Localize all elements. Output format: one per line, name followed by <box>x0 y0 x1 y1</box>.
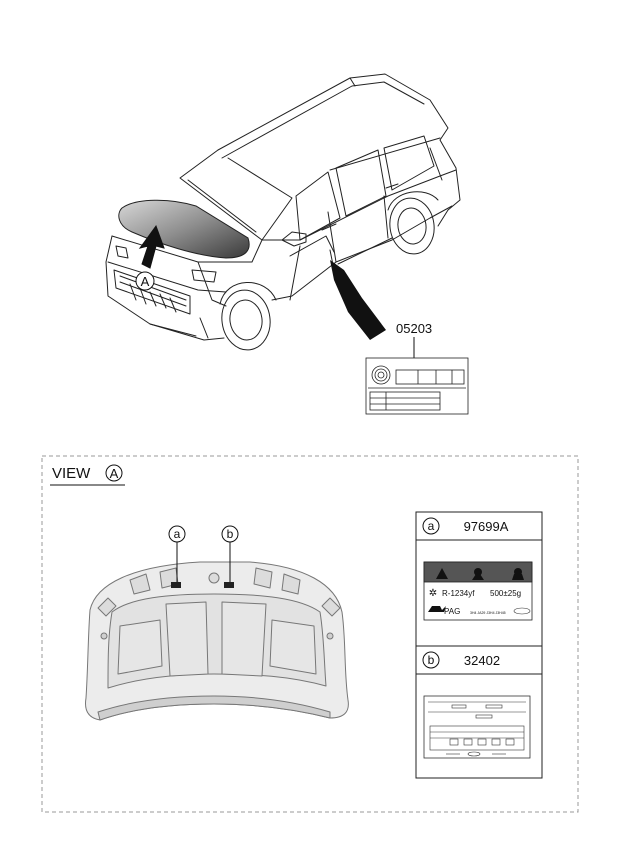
svg-text:A: A <box>110 466 119 481</box>
callout-b: b <box>221 525 239 582</box>
aircon-label: ✲ R-1234yf 500±25g PAG 3H4 JA29 J3H4 J3H… <box>423 561 533 621</box>
svg-text:a: a <box>428 519 435 533</box>
label-b-position <box>224 582 234 588</box>
hood-highlight <box>118 199 250 259</box>
view-title-marker: A <box>105 464 123 482</box>
emission-label <box>423 695 531 759</box>
legend-part-number-a: 97699A <box>464 519 509 534</box>
svg-text:a: a <box>174 527 181 541</box>
svg-text:R-1234yf: R-1234yf <box>442 589 475 598</box>
callout-a: a <box>168 525 186 582</box>
svg-text:PAG: PAG <box>444 607 460 616</box>
gear-icon: ✲ <box>429 588 437 599</box>
svg-text:3H4 JA29 J3H4 J3H45: 3H4 JA29 J3H4 J3H45 <box>470 611 506 615</box>
view-a-marker-top: A <box>135 271 155 291</box>
legend-letter-b: b <box>422 651 440 669</box>
svg-text:500±25g: 500±25g <box>490 589 521 598</box>
label-leader <box>330 260 386 340</box>
tire-pressure-label <box>365 357 469 415</box>
hood-underside <box>85 561 349 721</box>
view-a-panel <box>41 455 579 813</box>
label-a-position <box>171 582 181 588</box>
hood-arrow <box>138 224 165 269</box>
svg-text:A: A <box>141 274 150 289</box>
part-number-05203: 05203 <box>396 321 432 336</box>
svg-text:b: b <box>428 653 435 667</box>
view-title: VIEW <box>52 465 91 482</box>
oil-can-icon <box>428 606 446 612</box>
legend-part-number-b: 32402 <box>464 653 500 668</box>
legend-table <box>415 511 543 779</box>
svg-text:b: b <box>227 527 234 541</box>
legend-letter-a: a <box>422 517 440 535</box>
